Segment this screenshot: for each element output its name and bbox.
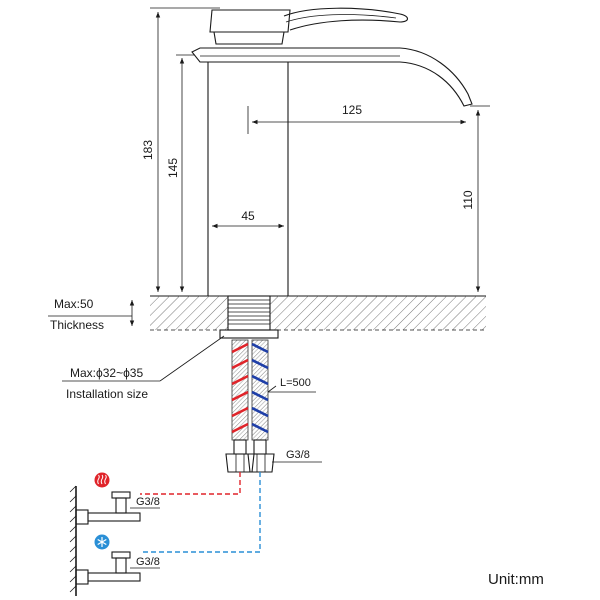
cold-hose-stripes xyxy=(251,342,269,434)
cold-water-line xyxy=(140,472,261,553)
dimension-base-width: 45 xyxy=(212,209,284,229)
installation-size-caption: Installation size xyxy=(66,387,148,401)
hot-water-line xyxy=(140,472,241,495)
hot-water-icon xyxy=(94,472,110,488)
countertop-section xyxy=(150,295,486,339)
dimension-max-thickness: Max:50 Thickness xyxy=(48,297,135,332)
cold-water-icon xyxy=(94,534,110,550)
supply-hoses: L=500 G3/8 xyxy=(225,339,322,473)
hose-thread-label: G3/8 xyxy=(286,449,310,461)
max-thickness-value: Max:50 xyxy=(54,297,94,311)
hot-valve-thread-label: G3/8 xyxy=(136,496,160,508)
dimension-spout-reach-label: 125 xyxy=(342,103,362,117)
shank-thread xyxy=(228,299,270,325)
dimension-body-height: 145 xyxy=(166,54,195,292)
dimension-spout-height-label: 110 xyxy=(461,190,475,209)
installation-size-callout: Max:ϕ32~ϕ35 Installation size xyxy=(62,335,225,401)
wall xyxy=(69,485,77,596)
unit-label: Unit:mm xyxy=(488,571,544,588)
installation-size-value: Max:ϕ32~ϕ35 xyxy=(70,366,143,380)
hot-hose-stripes xyxy=(231,342,249,434)
dimension-body-height-label: 145 xyxy=(166,158,180,178)
hot-angle-valve: G3/8 xyxy=(75,491,160,525)
hose-length-label: L=500 xyxy=(280,377,311,389)
dimension-total-height: 183 xyxy=(141,7,220,292)
cold-angle-valve: G3/8 xyxy=(75,551,160,585)
dimension-base-width-label: 45 xyxy=(241,209,255,223)
dimension-spout-reach: 125 xyxy=(247,103,466,134)
max-thickness-caption: Thickness xyxy=(50,318,104,332)
cold-valve-thread-label: G3/8 xyxy=(136,556,160,568)
dimension-total-height-label: 183 xyxy=(141,140,155,160)
dimension-spout-height: 110 xyxy=(461,105,490,292)
faucet-body xyxy=(150,7,486,297)
